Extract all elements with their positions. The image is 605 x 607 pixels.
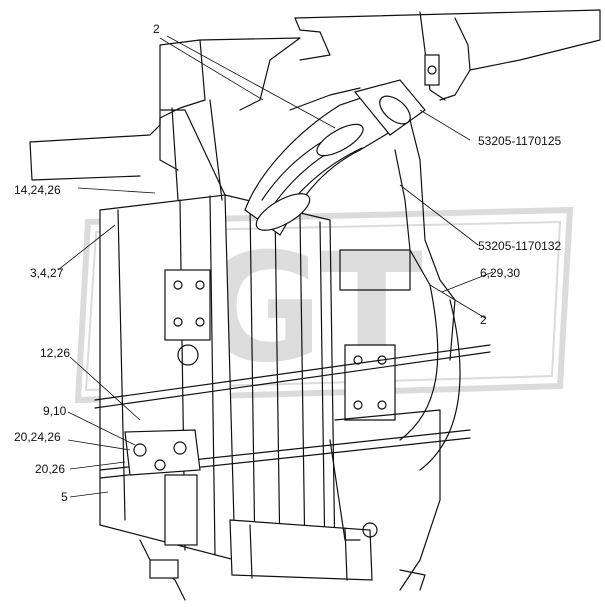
callout-3-4-27: 3,4,27 [30, 266, 64, 280]
callout-20-24-26: 20,24,26 [14, 430, 61, 444]
leader-lines [57, 35, 494, 498]
charge-air-cooler [224, 194, 373, 581]
callout-14-24-26: 14,24,26 [14, 183, 61, 197]
callout-2-right: 2 [480, 313, 487, 327]
callout-9-10: 9,10 [43, 404, 67, 418]
top-bracket [199, 9, 601, 111]
air-hose [244, 79, 426, 236]
callout-53205-1170125: 53205-1170125 [478, 134, 562, 148]
engine-pipes [139, 119, 461, 601]
callout-12-26: 12,26 [40, 346, 71, 360]
callout-6-29-30: 6,29,30 [480, 266, 521, 280]
cab-side-panel [29, 39, 206, 181]
callout-5: 5 [61, 490, 68, 504]
callout-20-26: 20,26 [35, 462, 66, 476]
lower-bracket [124, 429, 201, 546]
callout-53205-1170132: 53205-1170132 [478, 239, 562, 253]
callout-2-top: 2 [153, 22, 160, 36]
